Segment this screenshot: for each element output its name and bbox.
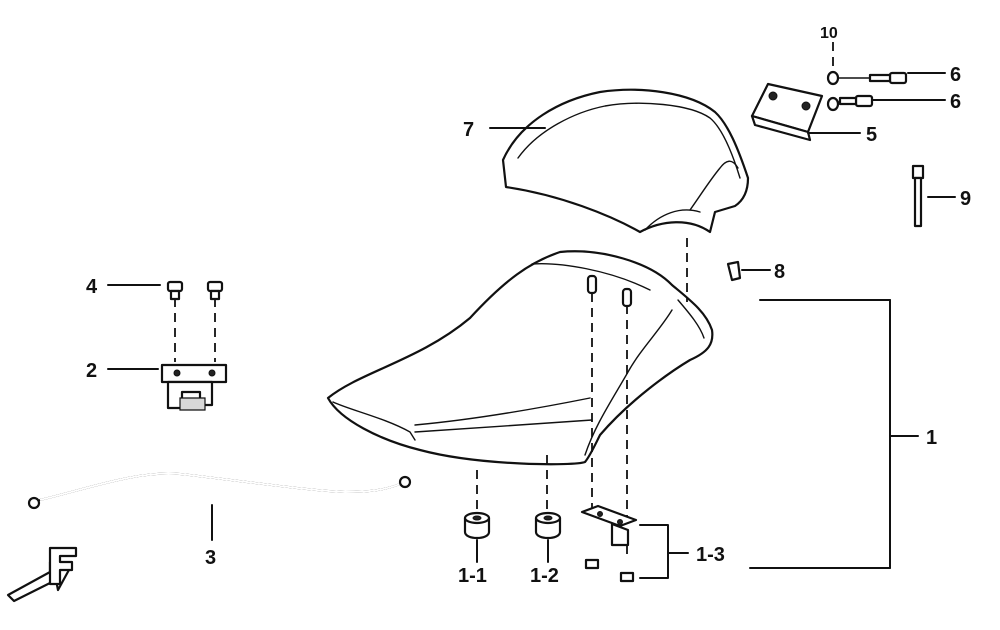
callout-3: 3 (205, 547, 216, 569)
callout-9: 9 (960, 188, 971, 210)
rubber-cushion-part-1-2 (534, 511, 562, 540)
callout-2: 2 (86, 360, 97, 382)
callout-5: 5 (866, 124, 877, 146)
front-direction-f-arrow-icon (6, 546, 78, 603)
rear-seat-part-7 (501, 88, 750, 234)
leader-lines (107, 72, 956, 579)
seat-stud-bolts (586, 274, 633, 308)
seat-lock-part-2 (160, 363, 228, 411)
clip-part-8 (726, 260, 742, 282)
callout-1-3: 1-3 (696, 544, 725, 566)
washer-part-10 (826, 70, 840, 112)
bracket-part-5 (750, 82, 824, 142)
bracket-part-1-3 (580, 504, 638, 583)
bolt-part-4 (166, 280, 224, 301)
callout-8: 8 (774, 261, 785, 283)
main-seat-part-1 (326, 250, 714, 466)
cable-tie-part-9 (911, 164, 925, 228)
callout-1-1: 1-1 (458, 565, 487, 587)
callout-10: 10 (820, 25, 838, 42)
callout-7: 7 (463, 119, 474, 141)
rubber-cushion-part-1-1 (463, 511, 491, 540)
callout-4: 4 (86, 276, 98, 298)
callout-1-2: 1-2 (530, 565, 559, 587)
callout-1: 1 (926, 427, 937, 449)
callout-6-upper: 6 (950, 64, 961, 86)
callout-6-lower: 6 (950, 91, 961, 113)
seat-cable-part-3 (27, 472, 412, 510)
